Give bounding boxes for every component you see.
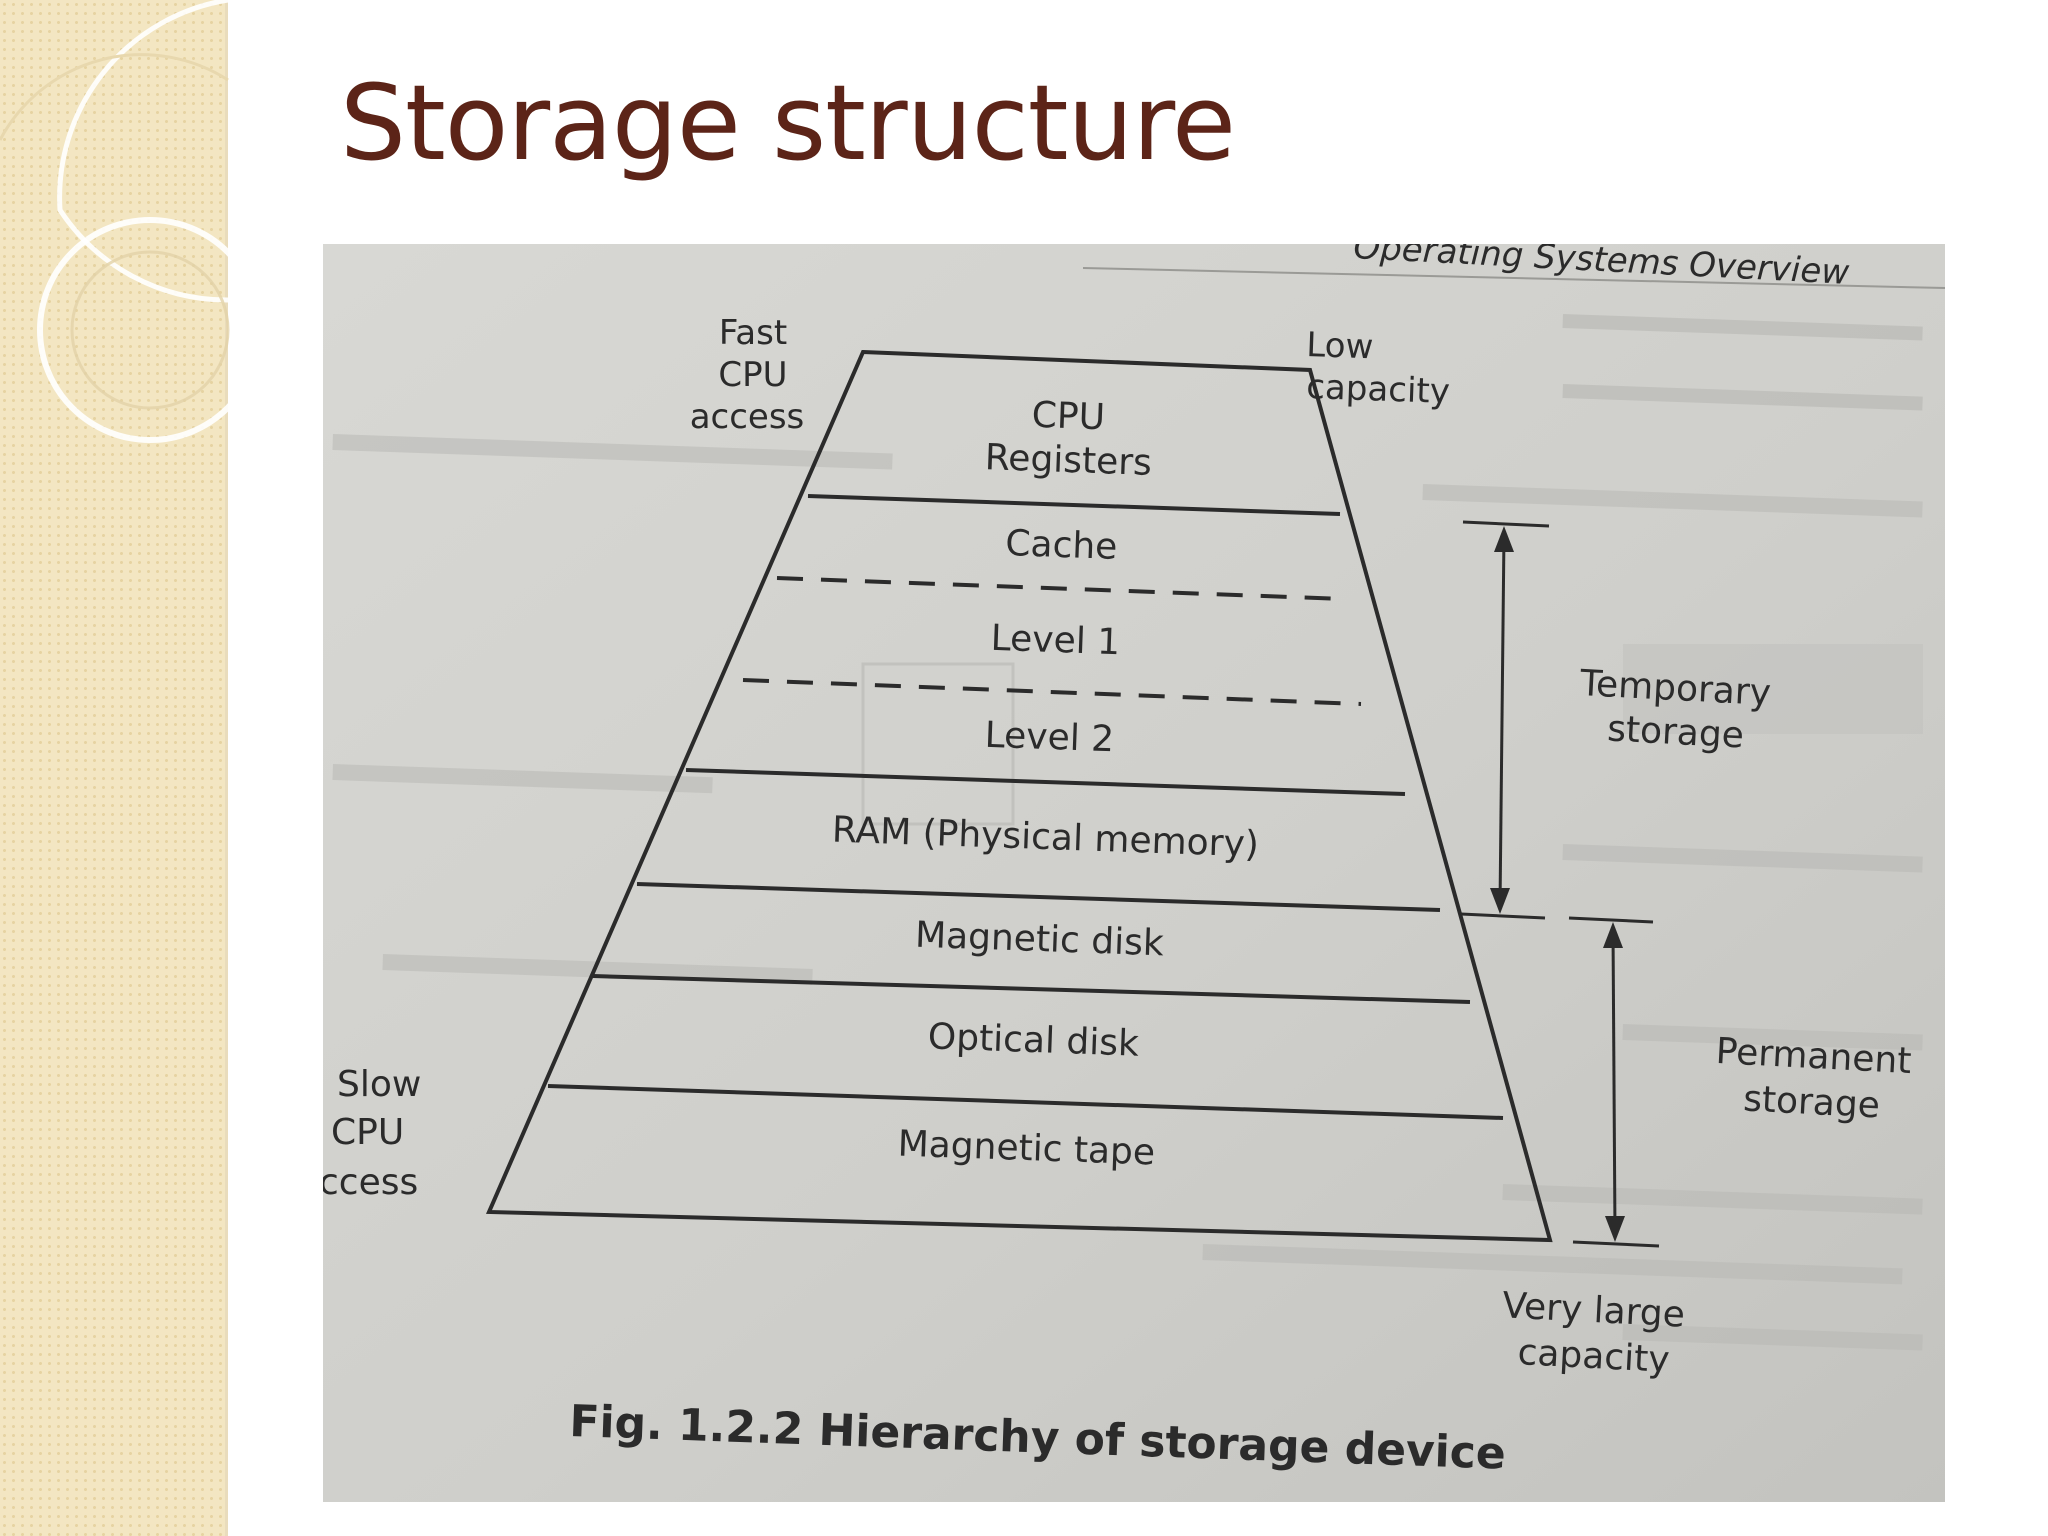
level-label-level-2: Level 2 bbox=[984, 715, 1115, 760]
level-label-cpu-registers-line2: Registers bbox=[984, 437, 1152, 484]
label-slow-line2: CPU bbox=[331, 1112, 404, 1153]
storage-hierarchy-photo: Operating Systems Overview bbox=[323, 244, 1945, 1502]
level-label-cache: Cache bbox=[1005, 523, 1118, 568]
decorative-circles bbox=[0, 0, 260, 480]
slide-title: Storage structure bbox=[340, 62, 1235, 184]
level-label-level-1: Level 1 bbox=[990, 618, 1121, 663]
label-slow-line3: ccess bbox=[323, 1162, 418, 1203]
level-label-optical-disk: Optical disk bbox=[927, 1016, 1140, 1064]
label-low-capacity-line1: Low bbox=[1306, 325, 1374, 367]
level-label-magnetic-disk: Magnetic disk bbox=[914, 915, 1164, 965]
label-fast-line2: CPU bbox=[718, 355, 787, 395]
label-fast-line3: access bbox=[690, 397, 805, 437]
label-very-large-capacity-line2: capacity bbox=[1517, 1332, 1671, 1381]
label-permanent-line2: storage bbox=[1742, 1078, 1881, 1126]
level-label-cpu-registers-line1: CPU bbox=[1031, 395, 1106, 439]
label-slow-line1: Slow bbox=[337, 1064, 421, 1105]
label-fast-line1: Fast bbox=[719, 313, 787, 353]
label-temporary-line2: storage bbox=[1606, 708, 1745, 756]
label-low-capacity-line2: capacity bbox=[1306, 367, 1451, 412]
